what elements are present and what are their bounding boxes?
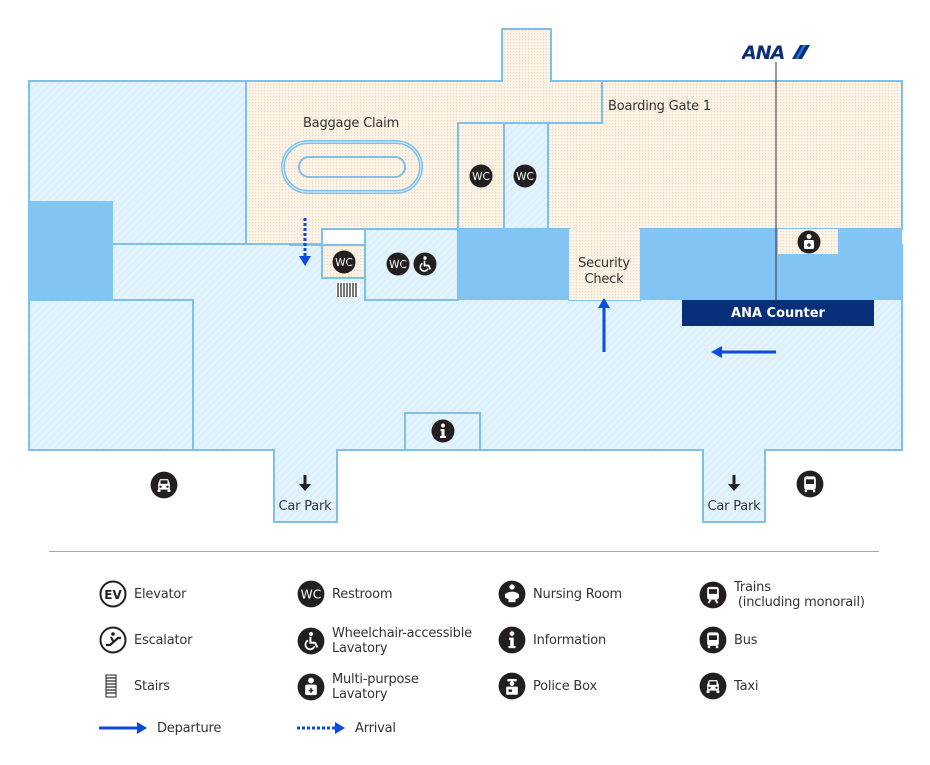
ana-counter: ANA Counter [682,300,874,326]
legend-police: Police Box [498,672,597,700]
legend-label: Elevator [134,586,187,602]
information-icon [431,419,455,443]
left-block [29,201,113,300]
elevator-icon: EV [99,580,127,608]
departure-arrow-icon [99,722,147,734]
baggage-carousel [281,140,423,194]
legend-restroom: Restroom [297,580,393,608]
svg-text:EV: EV [104,588,122,602]
legend-label: Stairs [134,678,170,694]
taxi-icon [150,471,178,499]
legend-arrival: Arrival [297,718,396,738]
stairs-icon [105,674,117,698]
police-box-icon [498,672,526,700]
escalator-icon [99,626,127,654]
bus-icon [699,626,727,654]
departure-arrow-up [598,298,610,352]
security-check-label-line1: Security [578,256,630,271]
legend-elevator: EV Elevator [99,580,186,608]
legend-trains: Trains (including monorail) [699,580,865,610]
restroom-icon [332,250,356,274]
legend-label: Escalator [134,632,193,648]
car-park-label-left: Car Park [278,499,332,514]
ana-logo-text: ANA [742,42,785,62]
legend-label: Information [533,632,607,648]
departure-arrow-left [711,346,776,358]
legend-label: Restroom [332,586,393,602]
restroom-icon [297,580,325,608]
legend-label: Taxi [734,678,759,694]
legend-escalator: Escalator [99,626,192,654]
block-right [640,229,902,300]
legend-label: Police Box [533,678,597,694]
train-icon [699,581,727,609]
stairs-icon [336,282,360,298]
legend-label: Bus [734,632,758,648]
legend-label: Trains (including monorail) [734,580,865,610]
security-check-area [569,229,640,300]
taxi-icon [699,672,727,700]
multipurpose-lavatory-icon [797,230,821,254]
boarding-gate-label: Boarding Gate 1 [608,99,711,114]
security-check-label-line2: Check [584,272,624,287]
multipurpose-lavatory-icon [297,673,325,701]
legend-information: Information [498,626,606,654]
wc-room-large [364,228,459,301]
floor-map: WC [28,28,903,523]
legend-taxi: Taxi [699,672,758,700]
information-icon [498,626,526,654]
legend-departure: Departure [99,718,221,738]
car-park-arrow-left [299,475,311,491]
arrival-arrow [299,218,311,266]
legend-nursing: Nursing Room [498,580,622,608]
legend-label: Arrival [355,720,396,736]
wheelchair-icon [413,252,437,276]
car-park-arrow-right [728,475,740,491]
restroom-icon [386,252,410,276]
legend-label: Departure [157,720,222,736]
baggage-claim-label: Baggage Claim [302,116,400,131]
wheelchair-icon [297,627,325,655]
legend-divider [49,551,879,552]
restroom-icon [513,164,537,188]
nursing-room-icon [498,580,526,608]
arrival-arrow-icon [297,722,345,734]
legend-bus: Bus [699,626,758,654]
legend-label: Nursing Room [533,586,622,602]
car-park-label-right: Car Park [707,499,761,514]
legend-stairs: Stairs [99,672,170,700]
block-center [458,229,569,300]
restroom-icon [469,164,493,188]
ana-logo: ANA [740,42,810,66]
bus-icon [796,470,824,498]
